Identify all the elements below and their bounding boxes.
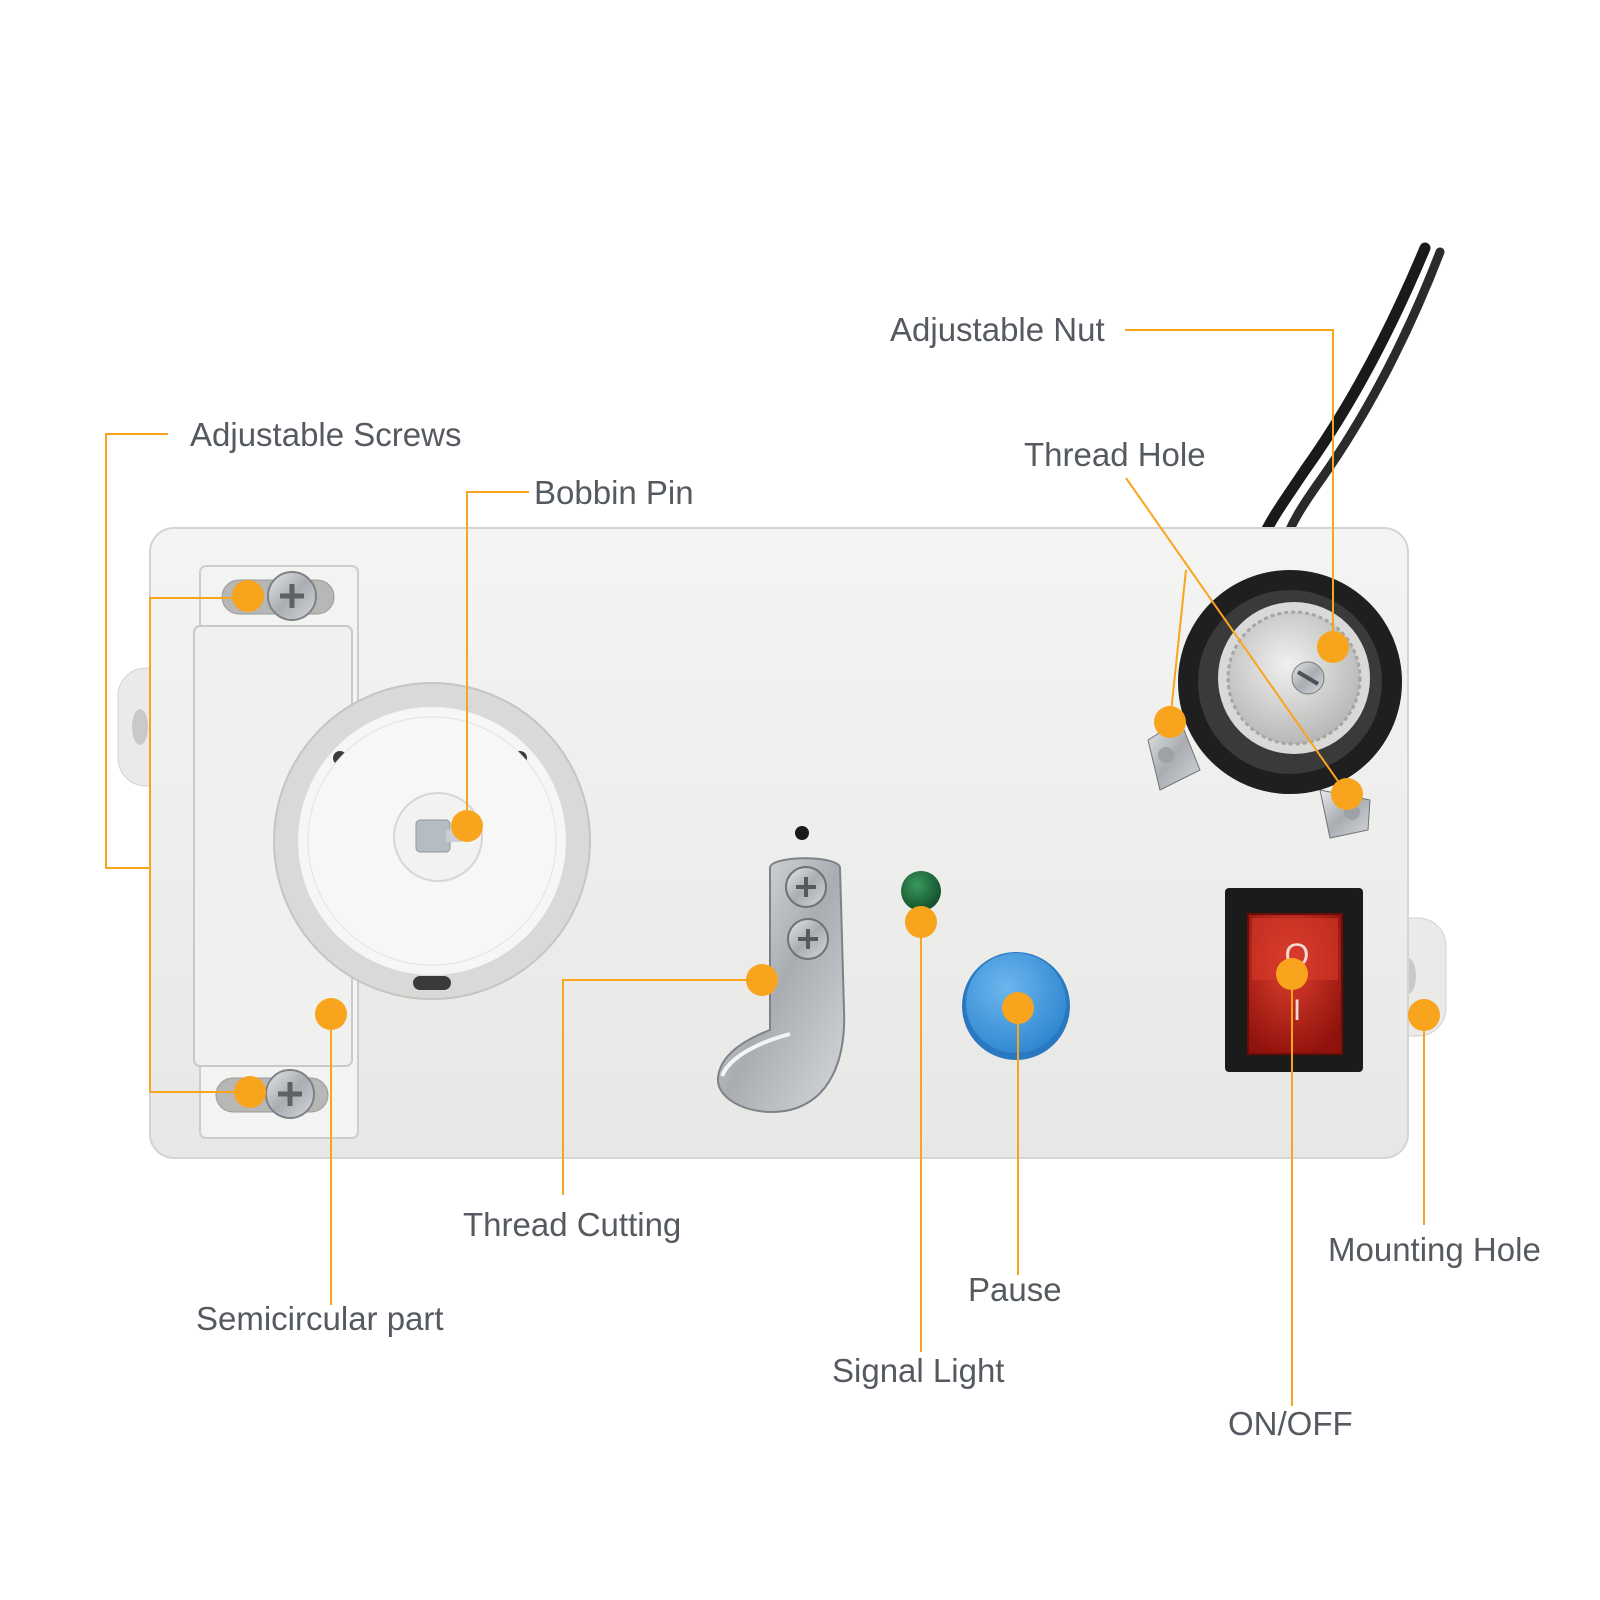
callout-dot-on-off [1276, 958, 1308, 990]
callout-lines [105, 329, 1425, 1406]
callout-line-thread-cutting [562, 979, 762, 1195]
callout-dot-pause [1002, 992, 1034, 1024]
label-thread-hole: Thread Hole [1024, 436, 1206, 473]
power-cord-icon [1256, 242, 1431, 546]
label-on-off: ON/OFF [1228, 1405, 1353, 1442]
switch-on-mark: I [1293, 994, 1301, 1027]
callout-dot-bobbin-pin [451, 810, 483, 842]
callout-dot-thread-hole-right [1331, 778, 1363, 810]
callout-dot-signal-light [905, 906, 937, 938]
callout-line-adjustable-screws [105, 433, 246, 869]
callout-dot-semicircular-part [315, 998, 347, 1030]
phillips-screw-icon [265, 1069, 315, 1119]
phillips-screw-icon [267, 571, 317, 621]
callout-dot-mounting-hole [1408, 999, 1440, 1031]
phillips-screw-icon [785, 866, 827, 908]
label-pause: Pause [968, 1271, 1062, 1308]
label-adjustable-screws: Adjustable Screws [190, 416, 462, 453]
callout-dot-thread-hole-left [1154, 706, 1186, 738]
callout-dot-thread-cutting [746, 964, 778, 996]
label-thread-cutting: Thread Cutting [463, 1206, 682, 1243]
callout-dot-adjustable-nut [1317, 631, 1349, 663]
flat-screw-icon [1291, 661, 1325, 695]
callout-dot-adjustable-screw-bottom [234, 1076, 266, 1108]
label-semicircular-part: Semicircular part [196, 1300, 444, 1337]
label-signal-light: Signal Light [832, 1352, 1005, 1389]
phillips-screw-icon [787, 918, 829, 960]
callout-dot-adjustable-screw-top [232, 580, 264, 612]
bobbin-wheel [273, 682, 591, 1000]
label-adjustable-nut: Adjustable Nut [890, 311, 1105, 348]
callout-line-thread-hole-b [1169, 569, 1187, 723]
signal-light [901, 871, 941, 911]
callout-dots [232, 580, 1440, 1108]
callout-line-bobbin-pin [466, 491, 529, 826]
label-bobbin-pin: Bobbin Pin [534, 474, 694, 511]
indicator-dot [795, 826, 809, 840]
label-mounting-hole: Mounting Hole [1328, 1231, 1541, 1268]
callout-line-thread-hole-a [1125, 477, 1348, 795]
callout-line-adjustable-nut [1125, 329, 1334, 647]
